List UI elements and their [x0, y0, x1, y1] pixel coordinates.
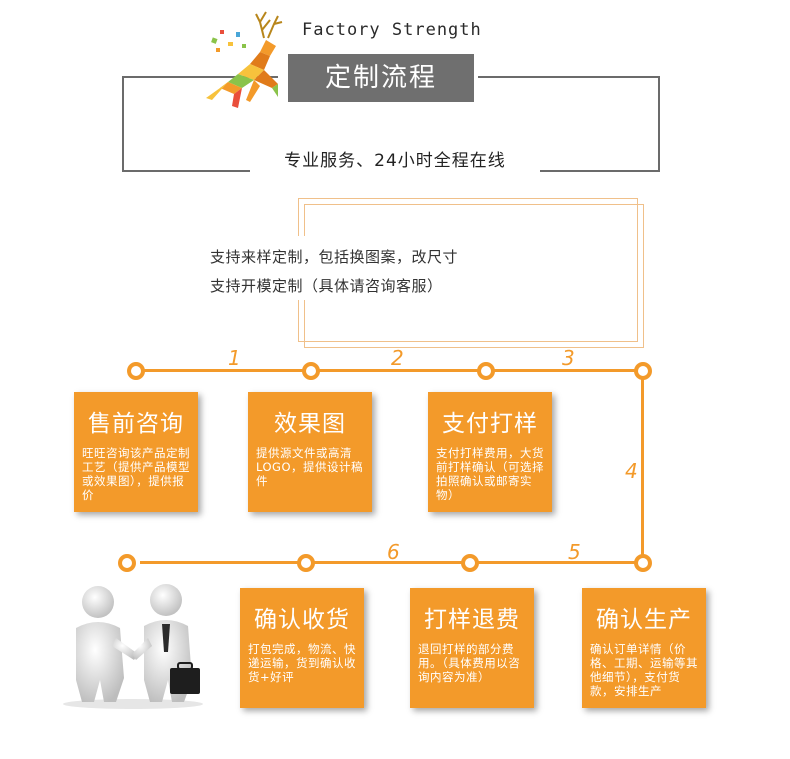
step-title: 支付打样	[442, 411, 538, 437]
info-line-mold: 支持开模定制（具体请咨询客服）	[210, 277, 443, 295]
step-number-1: 1	[228, 346, 241, 370]
flow-line-top	[140, 369, 646, 372]
subtitle-background	[250, 140, 540, 180]
step-desc: 提供源文件或高清LOGO，提供设计稿件	[256, 446, 364, 488]
page-title: 定制流程	[288, 54, 474, 102]
flow-node-2	[302, 362, 320, 380]
step-box-design: 效果图 提供源文件或高清LOGO，提供设计稿件	[248, 392, 372, 512]
step-title: 打样退费	[424, 607, 520, 633]
step-number-3: 3	[562, 346, 575, 370]
geometric-deer-icon	[206, 11, 290, 108]
flow-line-right	[641, 372, 644, 562]
step-box-consult: 售前咨询 旺旺咨询该产品定制工艺（提供产品模型或效果图），提供报价	[74, 392, 198, 512]
step-title: 售前咨询	[88, 411, 184, 437]
step-number-2: 2	[391, 346, 404, 370]
handshake-people-icon	[63, 584, 203, 709]
info-background	[200, 236, 540, 300]
flow-line-bottom	[140, 561, 644, 564]
flow-node-6	[297, 554, 315, 572]
step-desc: 确认订单详情（价格、工期、运输等其他细节），支付货款，安排生产	[590, 642, 698, 698]
step-desc: 支付打样费用，大货前打样确认（可选择拍照确认或邮寄实物）	[436, 446, 544, 502]
step-desc: 退回打样的部分费用。（具体费用以咨询内容为准）	[418, 642, 521, 684]
step-number-5: 5	[568, 540, 581, 564]
step-title: 确认生产	[596, 607, 692, 633]
flow-node-1	[127, 362, 145, 380]
step-box-refund: 打样退费 退回打样的部分费用。（具体费用以咨询内容为准）	[410, 588, 534, 708]
step-desc: 打包完成，物流、快递运输，货到确认收货+好评	[248, 642, 356, 684]
step-box-receipt: 确认收货 打包完成，物流、快递运输，货到确认收货+好评	[240, 588, 364, 708]
flow-node-5	[118, 554, 136, 572]
step-title: 效果图	[274, 411, 346, 437]
flow-node-3	[477, 362, 495, 380]
header-frame-top-left	[122, 76, 278, 78]
header-frame-top-right	[478, 76, 658, 78]
step-box-production: 确认生产 确认订单详情（价格、工期、运输等其他细节），支付货款，安排生产	[582, 588, 706, 708]
step-desc: 旺旺咨询该产品定制工艺（提供产品模型或效果图），提供报价	[82, 446, 190, 502]
page-subtitle: 专业服务、24小时全程在线	[284, 151, 506, 171]
step-number-4: 4	[625, 459, 638, 483]
flow-node-4	[634, 362, 652, 380]
step-box-sample-payment: 支付打样 支付打样费用，大货前打样确认（可选择拍照确认或邮寄实物）	[428, 392, 552, 512]
flow-node-8	[634, 554, 652, 572]
tagline: Factory Strength	[302, 20, 482, 40]
step-number-6: 6	[387, 540, 400, 564]
flow-node-7	[461, 554, 479, 572]
info-line-sample: 支持来样定制，包括换图案，改尺寸	[210, 248, 459, 266]
step-title: 确认收货	[254, 607, 350, 633]
